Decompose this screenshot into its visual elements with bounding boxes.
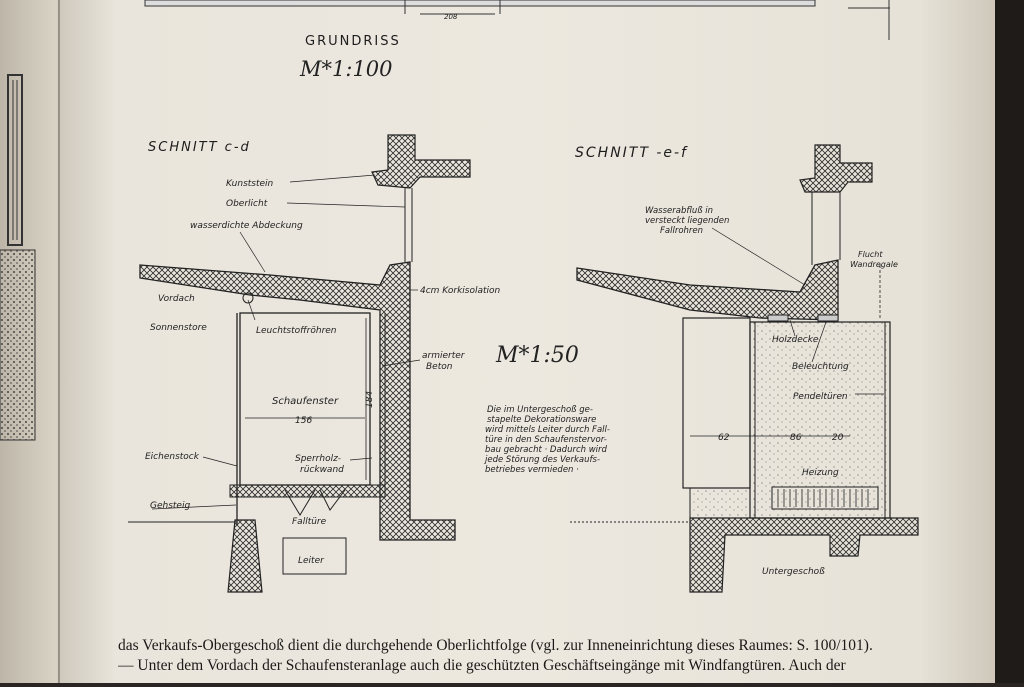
caption-line: — Unter dem Vordach der Schaufensteranla… bbox=[118, 657, 846, 674]
label-armierter: armierter bbox=[422, 351, 466, 361]
label-sonnenstore: Sonnenstore bbox=[150, 323, 207, 333]
label-gehsteig: Gehsteig bbox=[150, 501, 190, 511]
book-edge bbox=[995, 0, 1024, 683]
dim-62: 62 bbox=[718, 433, 730, 443]
facing-page-drawing bbox=[0, 74, 36, 441]
label-abdeckung: wasserdichte Abdeckung bbox=[190, 221, 303, 231]
floor-plan-fragment: 208 bbox=[144, 0, 890, 40]
dim-86: 86 bbox=[790, 433, 802, 443]
label-sperrholz-1: Sperrholz- bbox=[295, 454, 341, 464]
label-beleuchtung: Beleuchtung bbox=[792, 362, 849, 372]
label-sperrholz-2: rückwand bbox=[300, 465, 344, 475]
dim-156: 156 bbox=[295, 416, 312, 426]
label-holzdecke: Holzdecke bbox=[772, 335, 819, 345]
grundriss-title: GRUNDRISS bbox=[305, 34, 401, 49]
label-heizung: Heizung bbox=[802, 468, 839, 478]
label-wasser-1: Wasserabfluß in bbox=[645, 206, 713, 216]
label-beton: Beton bbox=[426, 362, 453, 372]
label-untergeschoss: Untergeschoß bbox=[762, 567, 825, 577]
note-line: wird mittels Leiter durch Fall- bbox=[485, 425, 610, 435]
label-wasser-3: Fallrohren bbox=[660, 226, 703, 236]
section-cd-drawing bbox=[128, 134, 471, 593]
label-falltuere: Falltüre bbox=[292, 517, 327, 527]
label-wasser-2: versteckt liegenden bbox=[645, 216, 729, 226]
dim-20: 20 bbox=[832, 433, 844, 443]
note-line: türe in den Schaufenstervor- bbox=[485, 435, 607, 445]
label-oberlicht: Oberlicht bbox=[226, 199, 268, 209]
label-kunststein: Kunststein bbox=[226, 179, 274, 189]
note-line: bau gebracht · Dadurch wird bbox=[485, 445, 608, 455]
note-line: betriebes vermieden · bbox=[485, 465, 579, 475]
label-flucht-2: Wandregale bbox=[850, 260, 898, 269]
note-line: jede Störung des Verkaufs- bbox=[484, 455, 600, 465]
note-line: Die im Untergeschoß ge- bbox=[487, 405, 593, 415]
label-vordach: Vordach bbox=[158, 294, 195, 304]
label-flucht-1: Flucht bbox=[858, 250, 883, 259]
caption-text: das Verkaufs-Obergeschoß dient die durch… bbox=[118, 636, 938, 676]
label-eichenstock: Eichenstock bbox=[145, 452, 200, 462]
label-pendeltueren: Pendeltüren bbox=[793, 392, 848, 402]
label-korkisolation: 4cm Korkisolation bbox=[420, 286, 501, 296]
note-block: Die im Untergeschoß ge- stapelte Dekorat… bbox=[484, 405, 610, 475]
note-line: stapelte Dekorationsware bbox=[487, 415, 596, 425]
caption-line: das Verkaufs-Obergeschoß dient die durch… bbox=[118, 637, 873, 654]
dim-184: 184 bbox=[365, 391, 375, 408]
label-leuchtstoff: Leuchtstoffröhren bbox=[256, 326, 337, 336]
section-ef-drawing bbox=[570, 144, 919, 593]
grundriss-scale: M*1:100 bbox=[299, 57, 393, 81]
top-dimension: 208 bbox=[444, 13, 458, 21]
scale-main: M*1:50 bbox=[495, 343, 579, 368]
section-cd-title: SCHNITT c-d bbox=[148, 140, 251, 155]
label-leiter: Leiter bbox=[298, 556, 325, 566]
label-schaufenster: Schaufenster bbox=[272, 396, 339, 407]
section-ef-title: SCHNITT -e-f bbox=[575, 145, 688, 161]
